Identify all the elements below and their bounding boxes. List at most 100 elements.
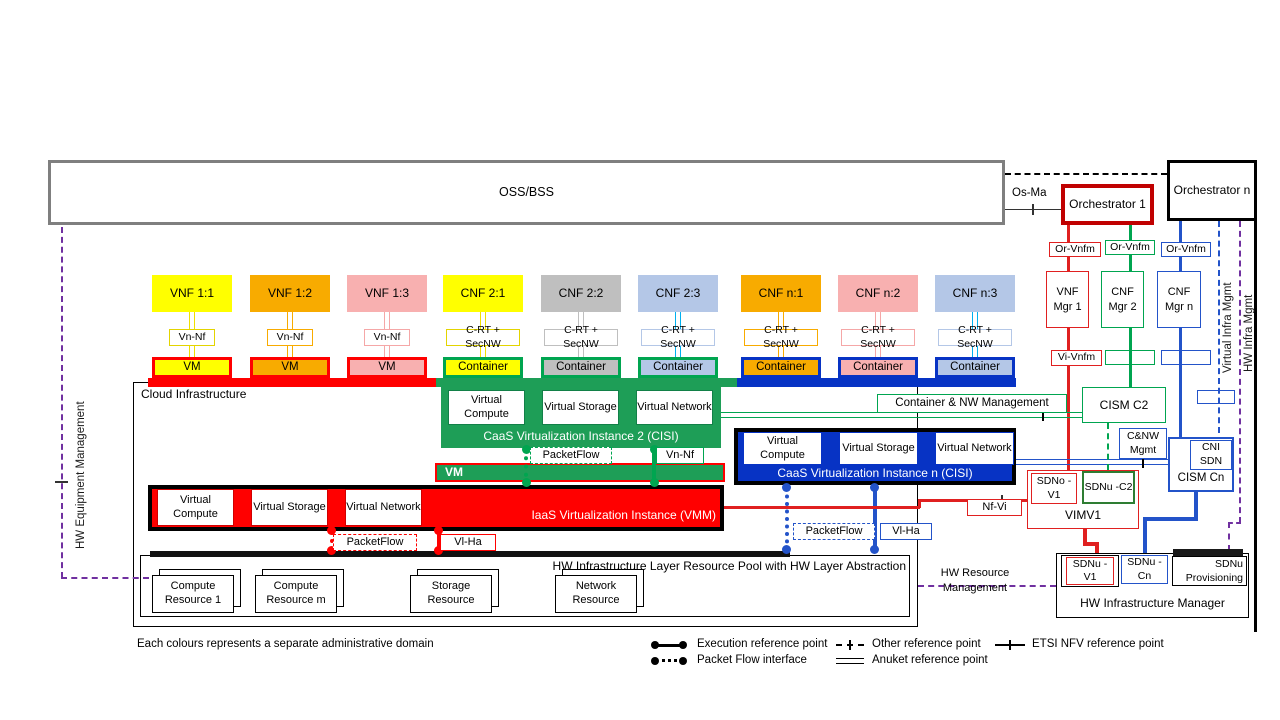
orchestrator-n-black-rail: [1254, 218, 1257, 632]
sdnu-cn-box: SDNu -Cn: [1121, 555, 1168, 584]
caas2-vnnf-line: [652, 448, 656, 485]
iface-vn-nf-3: Vn-Nf: [364, 329, 410, 346]
cism-sdnu-path-v2: [1143, 517, 1147, 553]
runtime-container-6: Container: [935, 357, 1015, 378]
runtime-vm-2: VM: [250, 357, 330, 378]
iface-vn-nf-1: Vn-Nf: [169, 329, 215, 346]
iaas-vlha-label: Vl-Ha: [440, 534, 496, 551]
cnf-mgr-n-box: CNF Mgr n: [1157, 271, 1201, 328]
cni-sdn-box: CNI SDN: [1190, 440, 1232, 470]
iaas-domain-bar: [148, 378, 436, 387]
runtime-container-1: Container: [443, 357, 523, 378]
hw-equipment-mgmt-rail-v: [61, 227, 63, 578]
cnw-mgmt-box: C&NW Mgmt: [1119, 428, 1167, 459]
iaas-packetflow-line: [330, 531, 334, 551]
caasn-domain-bar: [737, 378, 1016, 387]
container-nw-anuket-tick: [1042, 409, 1044, 421]
iaas-packetflow-dot-bottom: [327, 546, 336, 555]
orchestrator-1-box: Orchestrator 1: [1061, 184, 1154, 225]
caasn-vlha-line: [873, 487, 877, 551]
compute-resource-m: Compute Resource m: [255, 575, 337, 613]
runtime-vm-3: VM: [347, 357, 427, 378]
storage-resource: Storage Resource: [410, 575, 492, 613]
legend-anuket-line: [836, 658, 864, 664]
sdnu-provisioning-box: SDNu Provisioning: [1172, 556, 1247, 586]
iface-vn-nf-2: Vn-Nf: [267, 329, 313, 346]
caasn-cism-anuket-line: [1016, 459, 1168, 465]
caasn-vlha-label: Vl-Ha: [880, 523, 932, 540]
legend-packetflow-dot-right: [679, 657, 687, 665]
runtime-container-3: Container: [638, 357, 718, 378]
hw-infra-mgmt-rail-jog-h: [1228, 522, 1241, 524]
iaas-virtual-network: Virtual Network: [345, 489, 422, 526]
sdnu-c2-box: SDNu -C2: [1082, 471, 1135, 504]
cism-c2-box: CISM C2: [1082, 387, 1166, 423]
hw-infra-mgmt-rail: [1239, 221, 1241, 523]
caasn-virtual-compute: Virtual Compute: [743, 432, 822, 465]
caas2-packetflow-line: [524, 448, 528, 485]
runtime-container-4: Container: [741, 357, 821, 378]
nf-box-cnf-n-2: CNF n:2: [838, 275, 918, 312]
caasn-packetflow-label: PacketFlow: [793, 523, 875, 540]
runtime-container-2: Container: [541, 357, 621, 378]
hw-resource-mgmt-line: [918, 585, 1056, 587]
ossbss-orchn-dashed-line: [1005, 173, 1167, 175]
vnf-mgr-1-box: VNF Mgr 1: [1046, 271, 1089, 328]
vm-host-bar: [435, 463, 725, 482]
nf-box-cnf-2-3: CNF 2:3: [638, 275, 718, 312]
iaas-vlha-dot-top: [434, 526, 443, 535]
caas2-vnnf-dot-top: [650, 445, 659, 454]
legend-packetflow-dot-left: [651, 657, 659, 665]
or-vnfm-2-label: Or-Vnfm: [1105, 240, 1155, 255]
legend-exec-label: Execution reference point: [697, 638, 828, 650]
cnf-mgr-2-box: CNF Mgr 2: [1101, 271, 1144, 328]
cism-sdnu-path-v1: [1194, 492, 1198, 520]
nf-box-vnf-1-2: VNF 1:2: [250, 275, 330, 312]
iface-crt-5: C-RT + SecNW: [841, 324, 915, 350]
vim-sdnu-path-h: [1083, 542, 1098, 546]
cism-c2-sdnu-dashed-line: [1107, 423, 1109, 470]
caas2-vnnf-dot-bottom: [650, 478, 659, 487]
caasn-virtual-storage: Virtual Storage: [839, 432, 918, 465]
hw-equipment-mgmt-rail-h: [61, 577, 149, 579]
caas2-packetflow-label: PacketFlow: [530, 447, 612, 464]
iaas-packetflow-dot-top: [327, 526, 336, 535]
iaas-virtual-storage: Virtual Storage: [251, 489, 328, 526]
caasn-packetflow-dot-top: [782, 483, 791, 492]
runtime-container-5: Container: [838, 357, 918, 378]
vim-sdnu-path-v2: [1095, 542, 1099, 555]
hw-abstraction-bar: [150, 551, 790, 557]
hw-infra-mgmt-label: HW Infra Mgmt: [1243, 294, 1255, 372]
or-vnfm-n-label: Or-Vnfm: [1161, 242, 1211, 257]
vm-host-bar-label: VM: [445, 465, 463, 479]
legend-exec-line: [655, 644, 683, 647]
caasn-vlha-dot-bottom: [870, 545, 879, 554]
caasn-packetflow-dot-bottom: [782, 545, 791, 554]
vnfm-green-ref-box: [1105, 350, 1155, 365]
hw-equipment-mgmt-label: HW Equipment Management: [75, 401, 87, 549]
iaas-packetflow-label: PacketFlow: [333, 534, 417, 551]
iface-crt-3: C-RT + SecNW: [641, 324, 715, 350]
caas2-virtual-storage: Virtual Storage: [542, 390, 619, 425]
sdno-v1-box: SDNo -V1: [1031, 473, 1077, 504]
admin-domain-note: Each colours represents a separate admin…: [137, 638, 434, 650]
caasn-caption: CaaS Virtualization Instance n (CISI): [777, 466, 973, 480]
vi-vnfm-label: Vi-Vnfm: [1051, 350, 1102, 366]
container-nw-management-label: Container & NW Management: [877, 394, 1067, 413]
cism-sdnu-path-h: [1143, 517, 1198, 521]
or-vnfm-1-label: Or-Vnfm: [1049, 242, 1101, 257]
orchestrator-n-box: Orchestrator n: [1167, 160, 1257, 221]
legend-other-tick: [849, 640, 851, 650]
virtual-infra-mgmt-label: Virtual Infra Mgmt: [1222, 282, 1234, 374]
virtual-infra-mgmt-rail: [1218, 221, 1220, 433]
os-ma-label: Os-Ma: [1012, 187, 1047, 199]
caasn-virtual-network: Virtual Network: [935, 432, 1014, 465]
vnfm-red-rail: [1067, 225, 1070, 473]
hw-infra-mgmt-rail-jog-v: [1228, 522, 1230, 551]
legend-exec-dot-left: [651, 641, 659, 649]
runtime-vm-1: VM: [152, 357, 232, 378]
iface-crt-2: C-RT + SecNW: [544, 324, 618, 350]
nf-vi-line-h1: [724, 506, 920, 509]
nf-box-cnf-2-1: CNF 2:1: [443, 275, 523, 312]
